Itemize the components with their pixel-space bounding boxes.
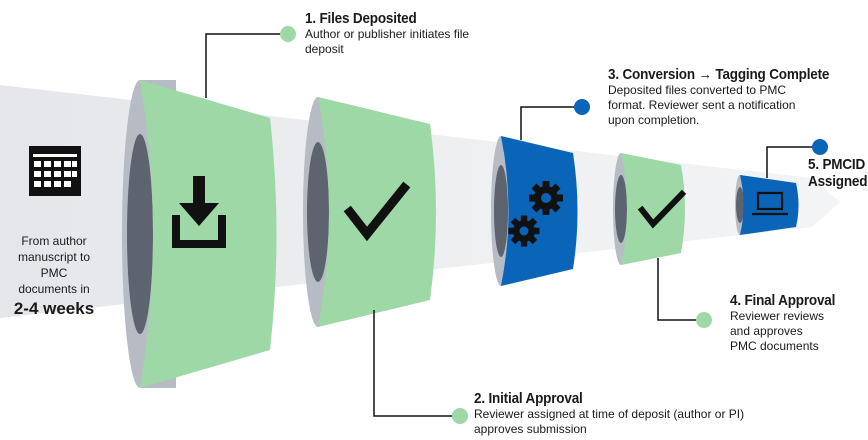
step-3-label: 3. Conversion → Tagging Complete Deposit…	[608, 66, 854, 128]
step-1-title: 1. Files Deposited	[305, 10, 417, 27]
step-3-title: 3. Conversion → Tagging Complete	[608, 66, 830, 83]
checkmark-icon	[343, 181, 411, 242]
callout-step-2	[373, 310, 468, 424]
intro-line: manuscript to	[17, 250, 91, 264]
step-2-label: 2. Initial Approval Reviewer assigned at…	[474, 390, 744, 437]
funnel-step-5	[735, 175, 799, 235]
step-5-label: 5. PMCID Assigned	[808, 156, 868, 190]
intro-text: From author manuscript to PMC documents …	[4, 233, 104, 321]
step-5-title: 5. PMCID	[808, 156, 866, 173]
step-4-desc: and approves	[730, 324, 803, 338]
step-4-desc: Reviewer reviews	[730, 309, 825, 323]
step-3-desc: upon completion.	[608, 113, 700, 127]
calendar-icon	[29, 146, 81, 196]
step-4-label: 4. Final Approval Reviewer reviews and a…	[730, 292, 847, 354]
step-2-desc: approves submission	[474, 422, 587, 436]
callout-step-3	[520, 99, 590, 140]
step-2-desc: Reviewer assigned at time of deposit (au…	[474, 407, 745, 421]
funnel-step-1	[122, 80, 277, 388]
intro-line: From author	[21, 234, 87, 248]
funnel-step-4	[613, 153, 685, 265]
laptop-icon	[752, 191, 788, 216]
step-1-desc: Author or publisher initiates file	[305, 27, 470, 41]
callout-step-4	[657, 258, 712, 328]
step-3-desc: Deposited files converted to PMC	[608, 83, 787, 97]
checkmark-icon	[637, 189, 687, 229]
step-5-title: Assigned	[808, 173, 868, 190]
intro-line: documents in	[18, 282, 90, 296]
step-4-desc: PMC documents	[730, 339, 819, 353]
step-3-desc: format. Reviewer sent a notification	[608, 98, 796, 112]
step-2-title: 2. Initial Approval	[474, 390, 583, 407]
gears-icon	[508, 181, 563, 247]
callout-step-1	[205, 26, 296, 98]
funnel-step-3	[491, 136, 578, 286]
callout-step-5	[766, 139, 828, 178]
intro-duration: 2-4 weeks	[13, 299, 95, 318]
download-icon	[172, 176, 226, 248]
step-4-title: 4. Final Approval	[730, 292, 836, 309]
step-1-desc: deposit	[305, 42, 344, 56]
intro-line: PMC	[40, 266, 68, 280]
funnel-step-2	[303, 97, 436, 327]
step-1-label: 1. Files Deposited Author or publisher i…	[305, 10, 469, 57]
